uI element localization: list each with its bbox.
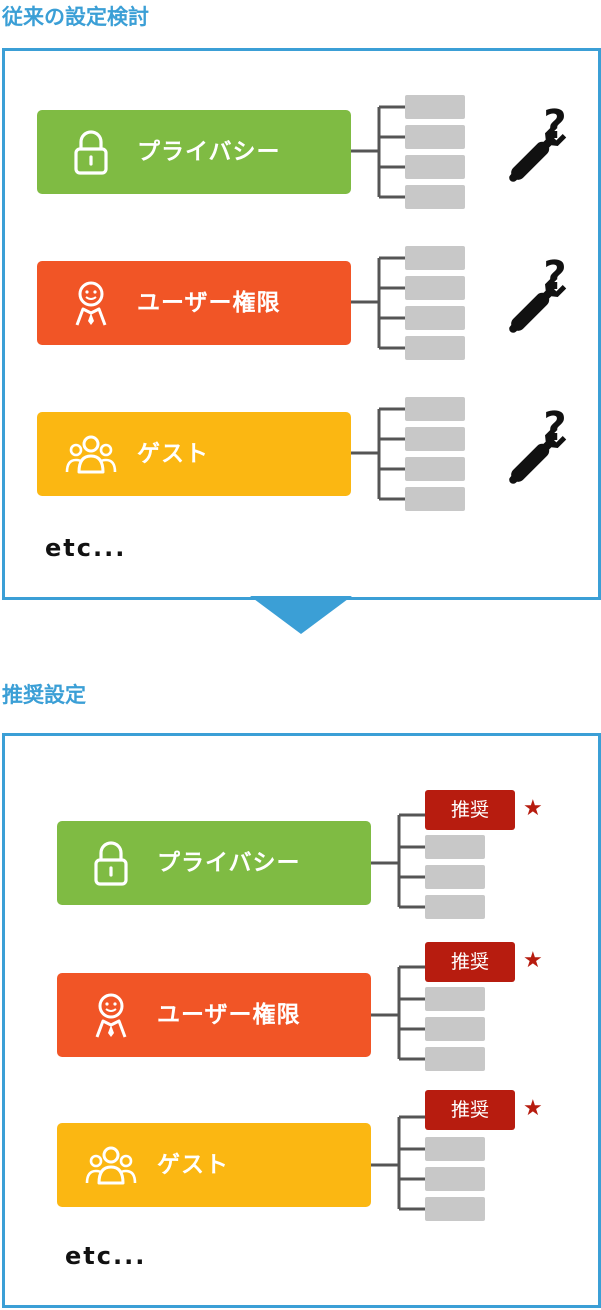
user-rights-label: ユーザー権限	[137, 290, 281, 316]
person-icon	[85, 989, 137, 1041]
wrench-question-icon: ?	[495, 249, 575, 349]
recommended-badge: 推奨	[425, 790, 515, 830]
old-etc-text: etc...	[45, 534, 127, 562]
setting-slot	[405, 306, 465, 330]
setting-slot	[425, 987, 485, 1011]
user-rights-label: ユーザー権限	[157, 1002, 301, 1028]
privacy-label: プライバシー	[157, 850, 301, 876]
user-rights-category-box: ユーザー権限	[57, 973, 371, 1057]
guest-label: ゲスト	[137, 441, 209, 467]
setting-slot	[425, 1017, 485, 1041]
recommended-badge: 推奨	[425, 942, 515, 982]
recommended-row-guest: ゲスト 推奨 ★	[5, 1084, 598, 1221]
setting-slot	[405, 397, 465, 421]
recommended-badge: 推奨	[425, 1090, 515, 1130]
tree-connector	[371, 799, 431, 919]
old-section-title: 従来の設定検討	[2, 5, 149, 29]
privacy-category-box: プライバシー	[37, 110, 351, 194]
user-rights-category-box: ユーザー権限	[37, 261, 351, 345]
tree-connector	[351, 393, 411, 513]
svg-text:?: ?	[543, 102, 566, 148]
down-arrow-icon	[250, 596, 352, 634]
privacy-label: プライバシー	[137, 139, 281, 165]
person-icon	[65, 277, 117, 329]
recommended-section-title: 推奨設定	[2, 683, 86, 707]
svg-text:?: ?	[543, 404, 566, 450]
setting-slot	[405, 185, 465, 209]
tree-connector	[351, 242, 411, 362]
old-row-user-rights: ユーザー権限 ?	[5, 242, 598, 362]
guest-category-box: ゲスト	[37, 412, 351, 496]
lock-icon	[85, 837, 137, 889]
setting-slot	[425, 1167, 485, 1191]
svg-text:?: ?	[543, 253, 566, 299]
guest-label: ゲスト	[157, 1152, 229, 1178]
setting-slot	[405, 427, 465, 451]
setting-slot	[405, 125, 465, 149]
recommended-row-user-rights: ユーザー権限 推奨 ★	[5, 934, 598, 1071]
setting-slot	[405, 246, 465, 270]
setting-slot	[425, 1137, 485, 1161]
star-icon: ★	[523, 796, 543, 821]
setting-slot	[425, 835, 485, 859]
wrench-question-icon: ?	[495, 98, 575, 198]
lock-icon	[65, 126, 117, 178]
star-icon: ★	[523, 948, 543, 973]
group-icon	[85, 1139, 137, 1191]
setting-slot	[425, 1047, 485, 1071]
group-icon	[65, 428, 117, 480]
setting-slot	[405, 457, 465, 481]
setting-slot	[425, 865, 485, 889]
guest-category-box: ゲスト	[57, 1123, 371, 1207]
old-settings-panel: プライバシー ? ユーザー権限	[2, 48, 601, 600]
privacy-category-box: プライバシー	[57, 821, 371, 905]
old-row-privacy: プライバシー ?	[5, 91, 598, 211]
setting-slot	[425, 895, 485, 919]
setting-slot	[405, 95, 465, 119]
recommended-row-privacy: プライバシー 推奨 ★	[5, 782, 598, 919]
setting-slot	[405, 276, 465, 300]
recommended-settings-panel: プライバシー 推奨 ★ ユーザー権限 推奨 ★	[2, 733, 601, 1308]
star-icon: ★	[523, 1096, 543, 1121]
recommended-etc-text: etc...	[65, 1242, 147, 1270]
old-row-guest: ゲスト ?	[5, 393, 598, 513]
setting-slot	[405, 336, 465, 360]
tree-connector	[351, 91, 411, 211]
setting-slot	[405, 487, 465, 511]
tree-connector	[371, 951, 431, 1071]
tree-connector	[371, 1101, 431, 1221]
wrench-question-icon: ?	[495, 400, 575, 500]
setting-slot	[425, 1197, 485, 1221]
setting-slot	[405, 155, 465, 179]
